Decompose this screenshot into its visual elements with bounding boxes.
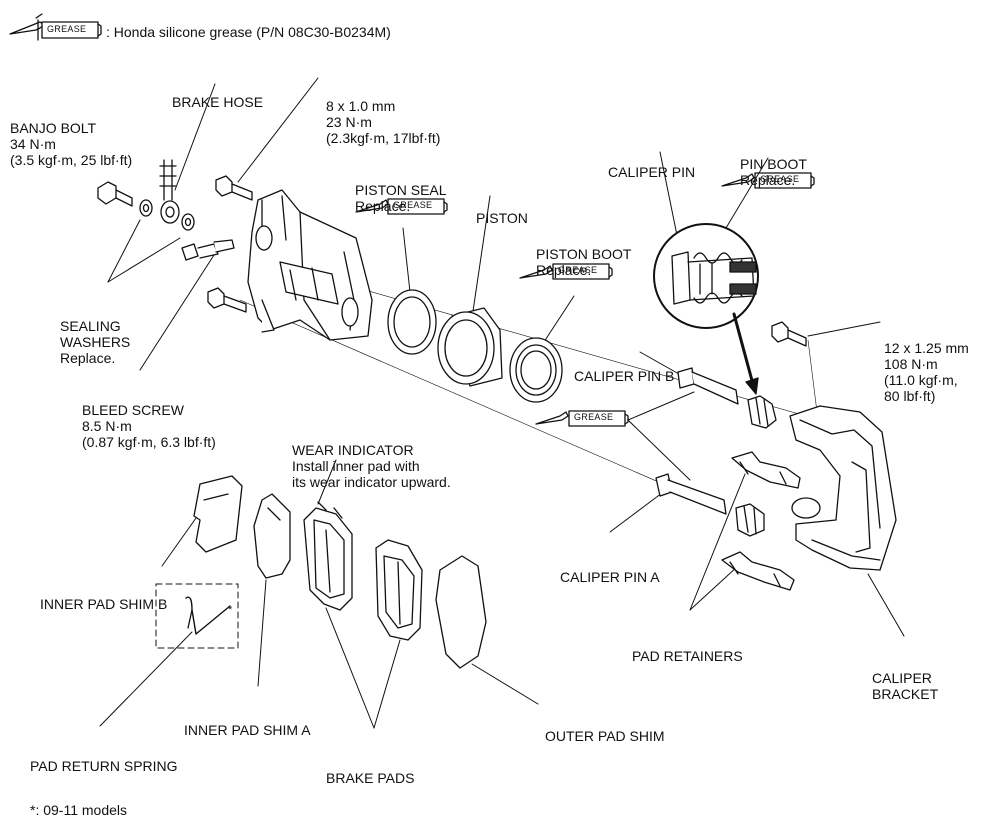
grease-legend-text: : Honda silicone grease (P/N 08C30-B0234… bbox=[106, 24, 391, 40]
piston-boot-icon bbox=[509, 337, 563, 403]
caliper-pin-a-icon bbox=[655, 473, 727, 515]
inner-pad-shim-b-icon bbox=[193, 475, 243, 553]
caliper-bolt-lower-icon bbox=[207, 287, 247, 313]
pad-return-spring-label: PAD RETURN SPRING bbox=[30, 758, 178, 774]
grease-tube-icon-piston-boot bbox=[519, 263, 613, 280]
legend-grease-tube-icon bbox=[9, 13, 102, 41]
caliper-pin-a-label: CALIPER PIN A bbox=[560, 569, 660, 585]
inner-pad-shim-b-label: INNER PAD SHIM B bbox=[40, 596, 168, 612]
piston-seal-icon bbox=[387, 289, 437, 355]
grease-tag-caliper-pins: GREASE bbox=[574, 412, 614, 422]
pad-retainers-label: PAD RETAINERS bbox=[632, 648, 743, 664]
inner-brake-pad-icon bbox=[303, 501, 353, 611]
grease-tag-piston-seal: GREASE bbox=[393, 200, 433, 210]
grease-tag-pin-boot: GREASE bbox=[760, 174, 800, 184]
inner-pad-shim-a-label: INNER PAD SHIM A bbox=[184, 722, 311, 738]
caliper-body-icon bbox=[247, 189, 373, 341]
brake-hose-icon bbox=[159, 159, 180, 224]
leader-lines bbox=[99, 77, 905, 729]
pad-retainer-upper-icon bbox=[731, 451, 801, 489]
pin-boot-lower-icon bbox=[735, 503, 765, 537]
outer-pad-shim-label: OUTER PAD SHIM bbox=[545, 728, 665, 744]
legend-grease-tag: GREASE bbox=[47, 24, 87, 34]
pad-return-spring-box bbox=[155, 583, 239, 649]
caliper-bolt-upper-icon bbox=[215, 175, 253, 201]
star-marker: * bbox=[228, 604, 233, 616]
outer-pad-shim-icon bbox=[435, 555, 487, 669]
grease-tag-piston-boot: GREASE bbox=[558, 265, 598, 275]
caliper-pin-b-label: CALIPER PIN B bbox=[574, 368, 675, 384]
pad-retainer-lower-icon bbox=[721, 551, 795, 591]
pin-boot-icon bbox=[747, 395, 777, 429]
outer-brake-pad-icon bbox=[375, 539, 423, 641]
grease-tube-icon-caliper-pins bbox=[535, 410, 629, 427]
piston-icon bbox=[437, 307, 503, 387]
caliper-pin-label: CALIPER PIN bbox=[608, 164, 696, 180]
piston-label: PISTON bbox=[476, 210, 528, 226]
bleed-screw-icon bbox=[181, 239, 235, 261]
caliper-pin-detail-circle bbox=[653, 223, 759, 395]
brake-hose-label: BRAKE HOSE bbox=[172, 94, 264, 110]
brake-pads-label: BRAKE PADS bbox=[326, 770, 415, 786]
sealing-washer-icon bbox=[139, 199, 195, 231]
banjo-bolt-icon bbox=[97, 181, 133, 207]
footnote: *: 09-11 models bbox=[30, 802, 128, 818]
grease-tube-icon-piston-seal bbox=[355, 198, 448, 215]
caliper-pin-b-icon bbox=[677, 367, 739, 405]
caliper-bracket-icon bbox=[789, 405, 897, 571]
inner-pad-shim-a-icon bbox=[253, 493, 291, 579]
bracket-bolt-icon bbox=[771, 321, 807, 347]
